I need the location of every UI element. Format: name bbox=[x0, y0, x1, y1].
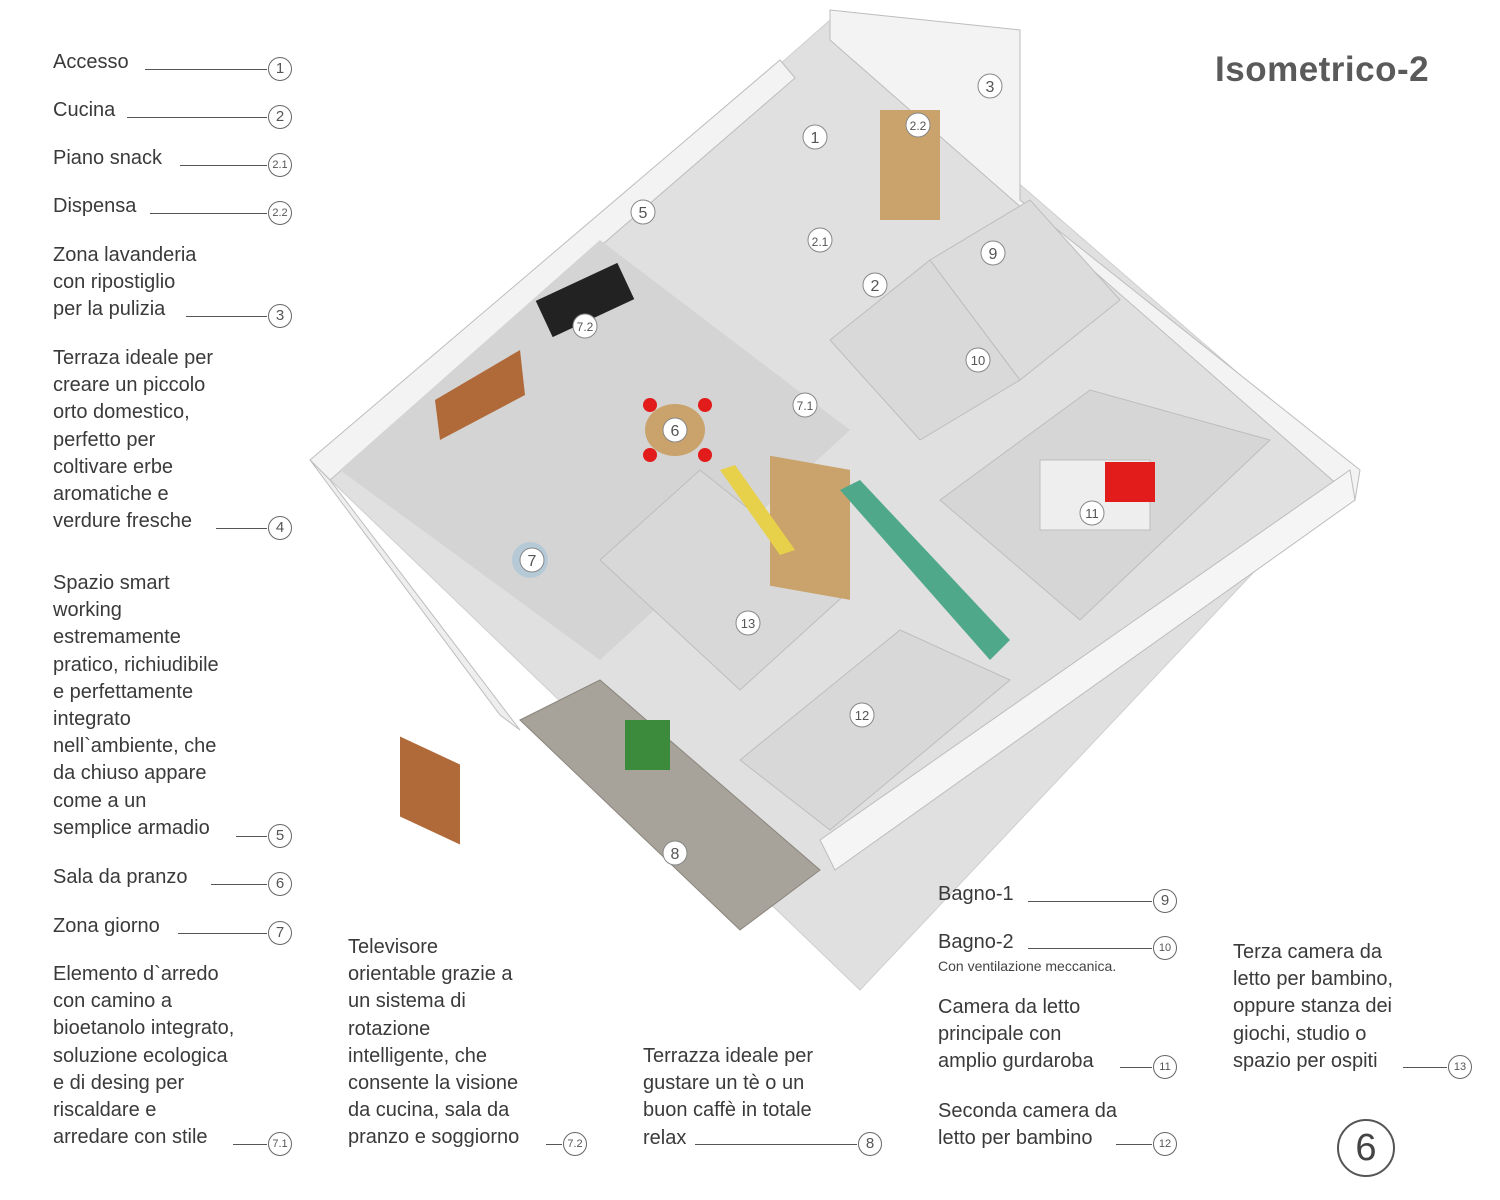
marker-1: 1 bbox=[268, 57, 292, 81]
marker-13: 13 bbox=[1448, 1055, 1472, 1079]
marker-8: 8 bbox=[858, 1132, 882, 1156]
legend-item-6: Sala da pranzo bbox=[53, 866, 188, 888]
marker-3: 3 bbox=[268, 304, 292, 328]
marker-2-2: 2.2 bbox=[268, 201, 292, 225]
leader-line bbox=[236, 836, 267, 837]
page-number: 6 bbox=[1337, 1119, 1395, 1177]
legend-item-1: Accesso bbox=[53, 51, 129, 73]
legend-item-7-2: Televisore orientable grazie a un sistem… bbox=[348, 936, 520, 1149]
leader-line bbox=[186, 316, 267, 317]
legend-item-12: Seconda camera da letto per bambino bbox=[938, 1100, 1118, 1150]
legend-item-3: Zona lavanderia con ripostiglio per la p… bbox=[53, 244, 197, 321]
marker-2-1: 2.1 bbox=[268, 153, 292, 177]
legend-item-2-1: Piano snack bbox=[53, 147, 162, 169]
leader-line bbox=[127, 117, 267, 118]
marker-9: 9 bbox=[1153, 889, 1177, 913]
marker-10: 10 bbox=[1153, 936, 1177, 960]
plan-marker-7: 7 bbox=[528, 553, 537, 570]
legend-item-11: Camera da letto principale con amplio gu… bbox=[938, 996, 1094, 1073]
leader-line bbox=[216, 528, 267, 529]
leader-line bbox=[1120, 1067, 1152, 1068]
leader-line bbox=[695, 1144, 857, 1145]
marker-4: 4 bbox=[268, 516, 292, 540]
marker-7-1: 7.1 bbox=[268, 1132, 292, 1156]
leader-line bbox=[1028, 948, 1152, 949]
legend-item-4: Terraza ideale per creare un piccolo ort… bbox=[53, 347, 214, 533]
plan-marker-7-2: 7.2 bbox=[577, 320, 594, 334]
legend-item-13: Terza camera da letto per bambino, oppur… bbox=[1233, 941, 1394, 1072]
plan-marker-5: 5 bbox=[639, 205, 648, 222]
leader-line bbox=[233, 1144, 267, 1145]
plan-marker-2-2: 2.2 bbox=[910, 119, 927, 133]
leader-line bbox=[211, 884, 267, 885]
leader-line bbox=[1116, 1144, 1152, 1145]
leader-line bbox=[145, 69, 267, 70]
plan-marker-7-1: 7.1 bbox=[797, 399, 814, 413]
plan-marker-1: 1 bbox=[811, 130, 820, 147]
isometric-plan: 1 2 2.1 2.2 3 5 6 7 7.1 7.2 8 9 10 11 12… bbox=[309, 9, 1361, 991]
marker-5: 5 bbox=[268, 824, 292, 848]
leader-line bbox=[180, 165, 267, 166]
legend-note-10: Con ventilazione meccanica. bbox=[938, 958, 1117, 974]
marker-6: 6 bbox=[268, 872, 292, 896]
page-title: Isometrico-2 bbox=[1215, 50, 1430, 89]
plan-marker-2-1: 2.1 bbox=[812, 235, 829, 249]
legend-item-7-1: Elemento d`arredo con camino a bioetanol… bbox=[53, 963, 235, 1149]
leader-line bbox=[1403, 1067, 1447, 1068]
marker-2: 2 bbox=[268, 105, 292, 129]
legend-item-10: Bagno-2 bbox=[938, 931, 1014, 953]
legend-item-7: Zona giorno bbox=[53, 915, 160, 937]
legend-item-2: Cucina bbox=[53, 99, 116, 121]
plan-marker-2: 2 bbox=[871, 278, 880, 295]
leader-line bbox=[178, 933, 267, 934]
marker-7: 7 bbox=[268, 921, 292, 945]
plan-marker-6: 6 bbox=[671, 423, 680, 440]
plan-marker-9: 9 bbox=[989, 246, 998, 263]
legend-item-5: Spazio smart working estremamente pratic… bbox=[53, 572, 219, 839]
legend-item-2-2: Dispensa bbox=[53, 195, 137, 217]
legend-item-8: Terrazza ideale per gustare un tè o un b… bbox=[643, 1045, 814, 1149]
plan-marker-12: 12 bbox=[855, 708, 869, 723]
plan-marker-8: 8 bbox=[671, 846, 680, 863]
leader-line bbox=[150, 213, 267, 214]
marker-7-2: 7.2 bbox=[563, 1132, 587, 1156]
marker-11: 11 bbox=[1153, 1055, 1177, 1079]
plan-markers: 1 2 2.1 2.2 3 5 6 7 7.1 7.2 8 9 10 11 12… bbox=[519, 73, 1105, 866]
leader-line bbox=[546, 1144, 562, 1145]
plan-marker-13: 13 bbox=[741, 616, 755, 631]
plan-marker-11: 11 bbox=[1085, 506, 1099, 521]
marker-12: 12 bbox=[1153, 1132, 1177, 1156]
plan-marker-3: 3 bbox=[986, 79, 995, 96]
plan-marker-10: 10 bbox=[971, 353, 985, 368]
legend-item-9: Bagno-1 bbox=[938, 883, 1014, 905]
leader-line bbox=[1028, 901, 1152, 902]
